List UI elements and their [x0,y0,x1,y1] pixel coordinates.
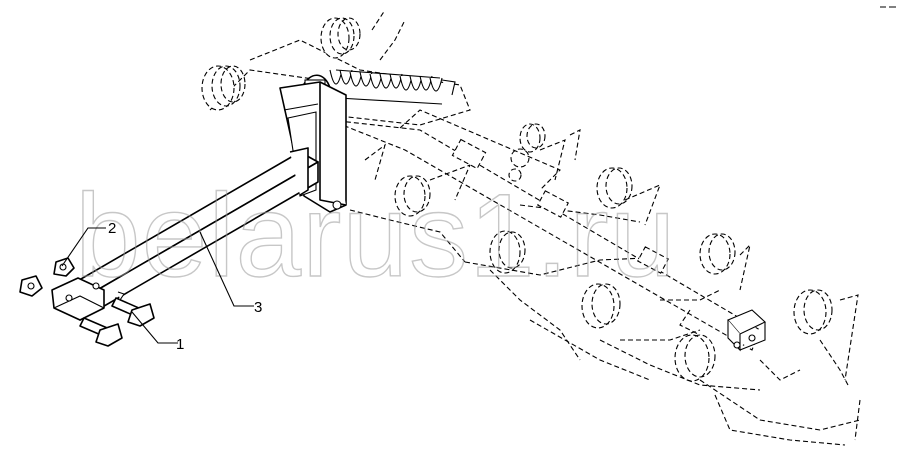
bolt-rear [79,317,123,347]
callout-3-label: 3 [254,299,262,316]
tine-coil-4 [489,230,526,274]
tine-coil-5 [596,167,633,209]
tine-coil-8 [674,334,716,382]
tine-coil-2 [320,17,361,59]
phantom-rotor-assembly [201,9,861,446]
arm-tube [51,147,319,321]
callout-2: 2 [61,220,116,267]
tine-coil-1 [201,65,246,111]
tine-coil-7 [699,233,736,275]
watermark-text: belarus1.ru [75,170,676,302]
callout-1: 1 [131,311,184,353]
nut-lower [19,275,43,297]
tine-coil-9 [793,289,833,335]
tine-coil-3 [394,175,431,217]
callout-3: 3 [199,231,262,316]
bolt-front [111,291,155,327]
tine-coil-10 [519,123,546,153]
tine-holder-clamp [727,309,766,352]
nut-upper [53,257,75,277]
callout-1-label: 1 [176,336,184,353]
callout-2-label: 2 [108,220,116,237]
tension-spring [301,69,456,105]
tine-coil-6 [581,283,621,329]
